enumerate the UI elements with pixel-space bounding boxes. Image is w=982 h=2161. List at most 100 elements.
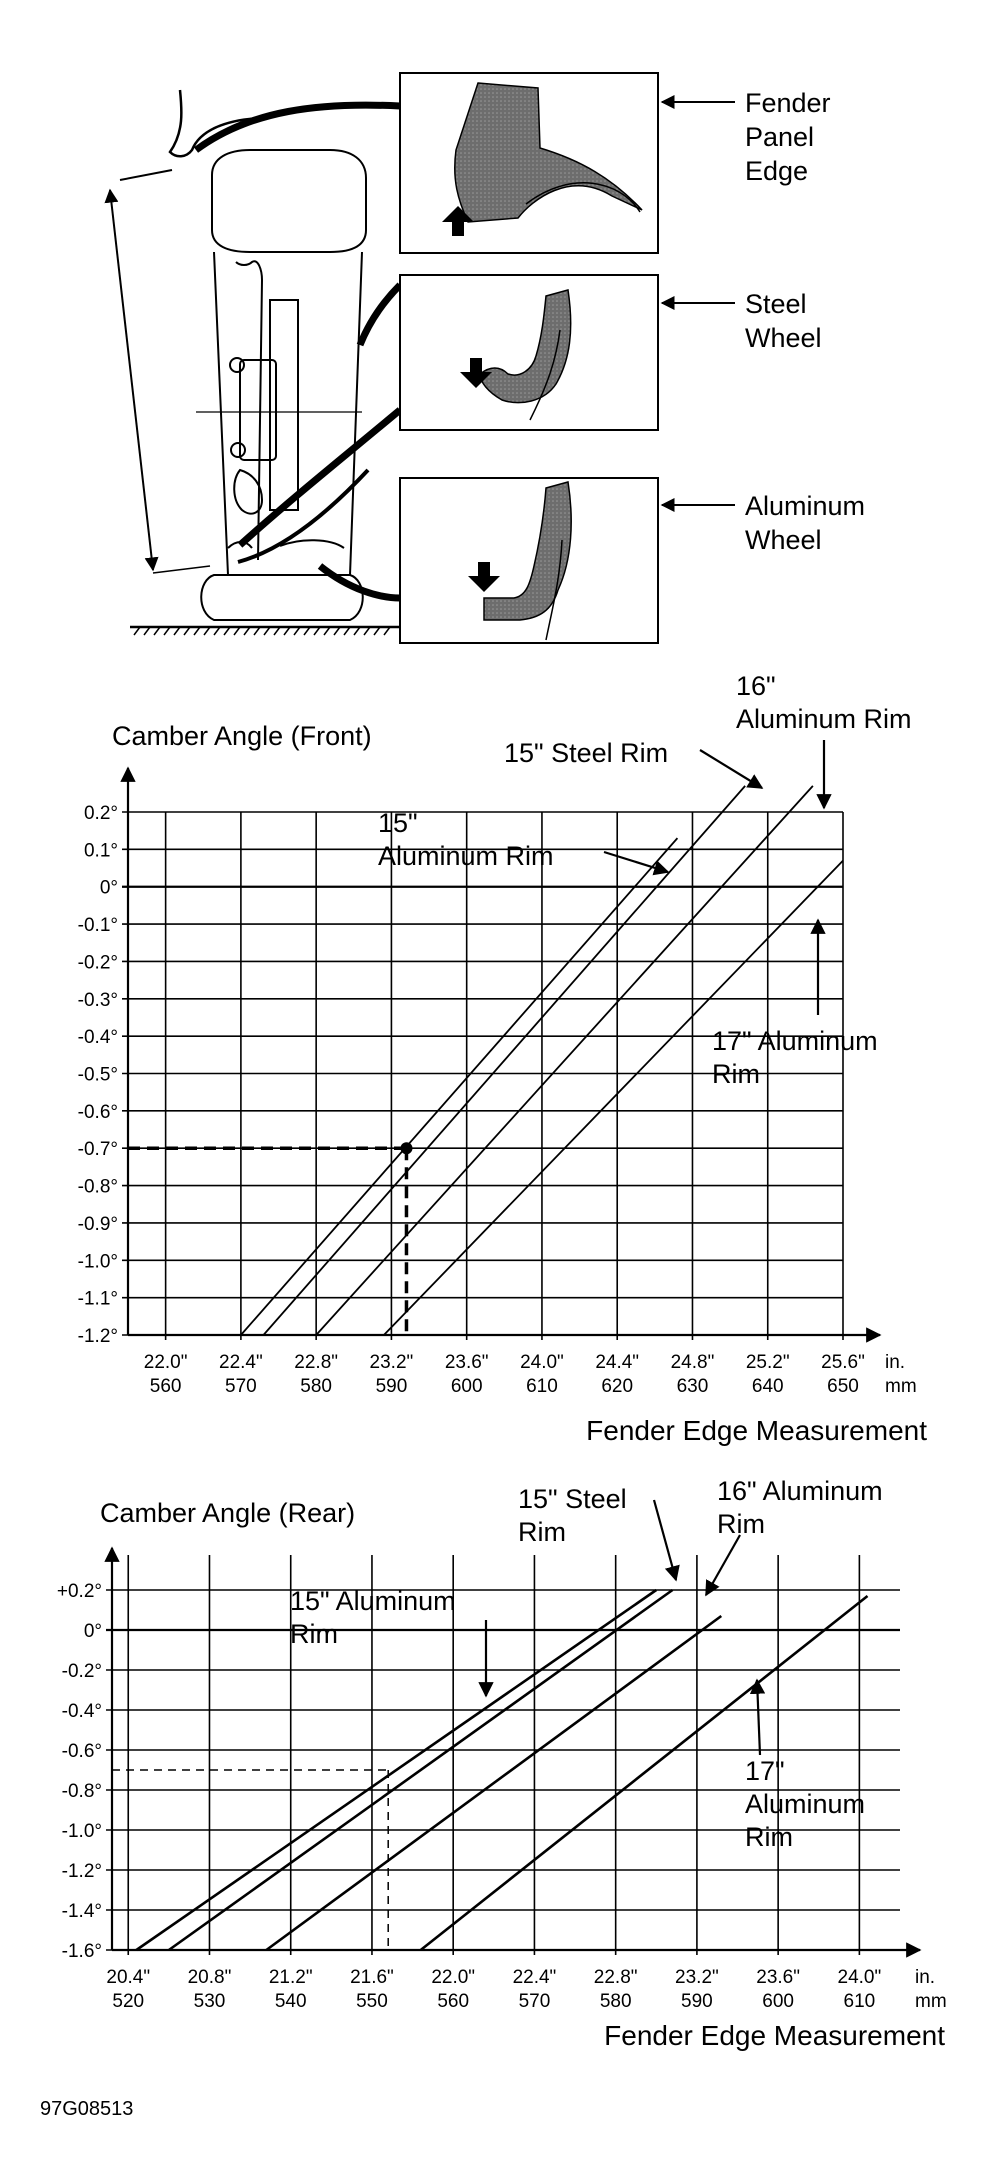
y-tick-label: -0.8° — [62, 1781, 102, 1802]
x-unit-in: in. — [885, 1352, 905, 1373]
y-tick-label: -0.8° — [78, 1177, 118, 1198]
y-tick-label: -0.4° — [62, 1701, 102, 1722]
x-tick-label-mm: 580 — [600, 1991, 632, 2012]
series-label-arrow — [705, 1534, 741, 1597]
series-line — [262, 785, 746, 1336]
steel-wheel-detail-box — [399, 274, 659, 431]
x-tick-label-in: 23.2" — [370, 1352, 414, 1373]
x-tick-label-in: 22.0" — [144, 1352, 188, 1373]
x-tick-label-mm: 550 — [356, 1991, 388, 2012]
reference-point — [400, 1142, 413, 1155]
x-unit-mm: mm — [915, 1991, 947, 2012]
aluminum-wheel-detail-box — [399, 477, 659, 644]
down-arrow-icon — [460, 358, 492, 388]
series-line — [135, 1588, 658, 1952]
series-label-arrow — [749, 1678, 766, 1756]
fender-detail-box — [399, 72, 659, 254]
x-tick-label-in: 23.2" — [675, 1967, 719, 1988]
x-tick-label-mm: 590 — [376, 1376, 408, 1397]
y-tick-label: -0.3° — [78, 990, 118, 1011]
y-tick-label: 0.2° — [84, 803, 118, 824]
y-tick-label: 0° — [84, 1621, 102, 1642]
x-tick-label-mm: 620 — [601, 1376, 633, 1397]
x-tick-label-in: 22.8" — [594, 1967, 638, 1988]
x-tick-label-in: 22.4" — [513, 1967, 557, 1988]
series-line — [240, 837, 679, 1336]
x-tick-label-mm: 590 — [681, 1991, 713, 2012]
x-tick-label-mm: 570 — [225, 1376, 257, 1397]
x-tick-label-in: 22.0" — [431, 1967, 475, 1988]
y-tick-label: -0.2° — [78, 952, 118, 973]
x-tick-label-in: 24.0" — [520, 1352, 564, 1373]
x-tick-label-in: 24.0" — [838, 1967, 882, 1988]
y-tick-label: -0.1° — [78, 915, 118, 936]
x-tick-label-in: 22.4" — [219, 1352, 263, 1373]
x-axis-label: Fender Edge Measurement — [586, 1415, 927, 1446]
series-line — [168, 1588, 674, 1952]
x-tick-label-in: 25.2" — [746, 1352, 790, 1373]
x-tick-label-in: 24.4" — [595, 1352, 639, 1373]
y-tick-label: -0.7° — [78, 1139, 118, 1160]
x-tick-label-mm: 610 — [526, 1376, 558, 1397]
up-arrow-icon — [442, 206, 474, 236]
series-label-arrow — [699, 749, 764, 789]
figure-id: 97G08513 — [40, 2098, 133, 2120]
y-tick-label: -0.2° — [62, 1661, 102, 1682]
x-tick-label-mm: 600 — [451, 1376, 483, 1397]
x-tick-label-mm: 640 — [752, 1376, 784, 1397]
x-tick-label-in: 24.8" — [671, 1352, 715, 1373]
y-tick-label: -1.0° — [62, 1821, 102, 1842]
series-line — [383, 859, 844, 1336]
y-tick-label: -1.4° — [62, 1901, 102, 1922]
series-line — [315, 785, 814, 1336]
x-tick-label-mm: 600 — [762, 1991, 794, 2012]
series-label-arrow — [652, 1499, 680, 1582]
series-line — [419, 1594, 869, 1952]
y-tick-label: -0.6° — [62, 1741, 102, 1762]
x-tick-label-in: 21.2" — [269, 1967, 313, 1988]
x-unit-mm: mm — [885, 1376, 917, 1397]
x-tick-label-mm: 560 — [437, 1991, 469, 2012]
y-tick-label: -0.4° — [78, 1027, 118, 1048]
series-label: 15" Steel Rim — [504, 738, 668, 768]
camber-rear-chart: Camber Angle (Rear) +0.2° 0° -0.2° -0.4° -0.6… — [57, 1476, 947, 2051]
series-label: 16"Aluminum Rim — [736, 671, 912, 734]
y-tick-label: -1.0° — [78, 1251, 118, 1272]
x-tick-label-mm: 630 — [677, 1376, 709, 1397]
series-label: 15"Aluminum Rim — [378, 808, 554, 871]
y-tick-label: -1.2° — [62, 1861, 102, 1882]
x-tick-label-in: 20.8" — [188, 1967, 232, 1988]
x-tick-label-in: 22.8" — [294, 1352, 338, 1373]
x-tick-label-in: 20.4" — [106, 1967, 150, 1988]
y-tick-label: -1.6° — [62, 1941, 102, 1962]
x-tick-label-mm: 530 — [194, 1991, 226, 2012]
y-tick-label: +0.2° — [57, 1581, 102, 1602]
wheel-illustration — [104, 89, 403, 636]
x-axis-label: Fender Edge Measurement — [604, 2020, 945, 2051]
x-tick-label-in: 23.6" — [445, 1352, 489, 1373]
y-tick-label: 0° — [100, 878, 118, 899]
x-tick-label-mm: 540 — [275, 1991, 307, 2012]
down-arrow-icon — [468, 562, 500, 592]
x-tick-label-mm: 520 — [112, 1991, 144, 2012]
chart-title: Camber Angle (Front) — [112, 721, 372, 751]
x-tick-label-mm: 610 — [844, 1991, 876, 2012]
camber-front-chart: Camber Angle (Front) 0.2° 0.1° 0° -0.1° -0.2°… — [78, 671, 928, 1446]
x-tick-label-mm: 580 — [300, 1376, 332, 1397]
chart-title: Camber Angle (Rear) — [100, 1498, 355, 1528]
y-tick-label: -0.9° — [78, 1214, 118, 1235]
y-tick-label: 0.1° — [84, 840, 118, 861]
y-tick-label: -1.1° — [78, 1289, 118, 1310]
y-tick-label: -0.5° — [78, 1065, 118, 1086]
series-line — [265, 1614, 723, 1952]
